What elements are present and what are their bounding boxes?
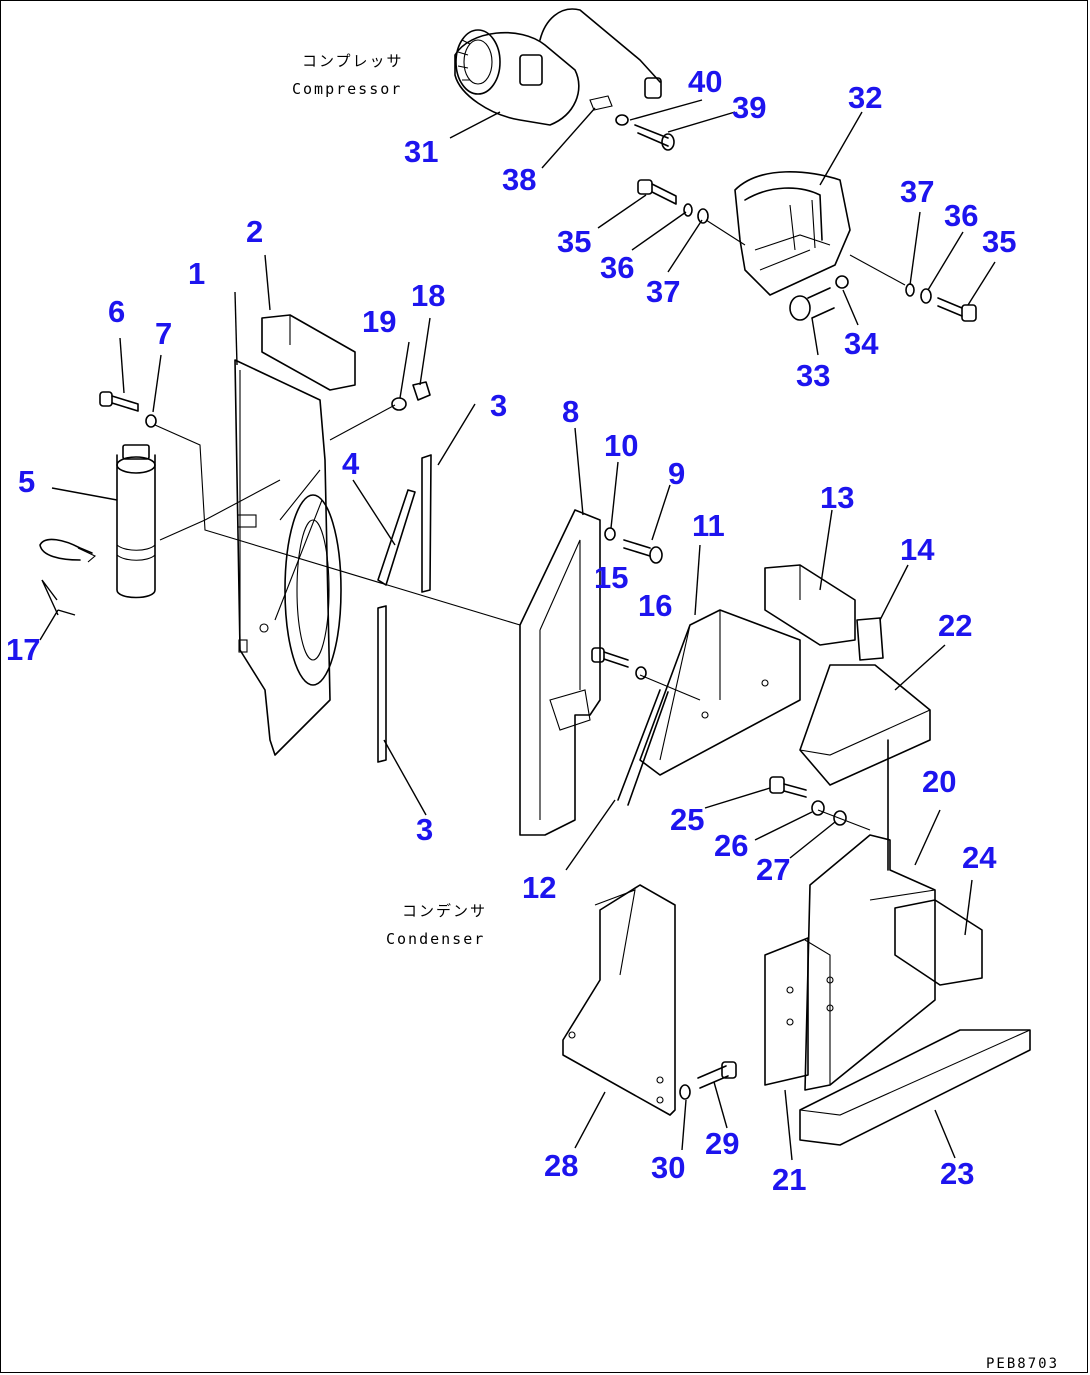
callout-39: 39 — [732, 90, 766, 125]
bolt-29 — [679, 1061, 737, 1100]
callout-7: 7 — [155, 316, 172, 351]
bolt-9 — [604, 527, 663, 564]
callout-9: 9 — [668, 456, 685, 491]
bolt-33 — [789, 275, 849, 321]
callout-23: 23 — [940, 1156, 974, 1191]
compressor-bracket — [734, 171, 851, 296]
condenser-frame — [234, 359, 342, 756]
cover-24 — [894, 899, 983, 986]
drawing-code: PEB8703 — [986, 1356, 1059, 1372]
callout-16: 16 — [638, 588, 672, 623]
callout-34: 34 — [844, 326, 879, 361]
callout-15: 15 — [594, 560, 628, 595]
callout-29: 29 — [705, 1126, 739, 1161]
compressor-caption-en: Compressor — [292, 80, 402, 98]
callout-1: 1 — [188, 256, 205, 291]
callout-13: 13 — [820, 480, 854, 515]
callout-5: 5 — [18, 464, 35, 499]
bolt-6 — [99, 391, 157, 428]
callout-33: 33 — [796, 358, 830, 393]
receiver-dryer — [116, 444, 156, 599]
callout-21: 21 — [772, 1162, 806, 1197]
callout-35-right: 35 — [982, 224, 1016, 259]
strut-12 — [617, 689, 669, 806]
callout-37-right: 37 — [900, 174, 934, 209]
bolt-35-left — [637, 179, 709, 224]
callout-3-lower: 3 — [416, 812, 433, 847]
plate-23 — [799, 1029, 1031, 1146]
bolt-25 — [769, 776, 847, 826]
housing-20 — [804, 739, 936, 1091]
guard-28 — [562, 884, 676, 1116]
condenser-bracket — [519, 509, 601, 836]
callout-10: 10 — [604, 428, 638, 463]
callout-6: 6 — [108, 294, 125, 329]
compressor — [454, 8, 662, 126]
seal-3-upper — [421, 454, 432, 593]
callout-11: 11 — [692, 508, 725, 543]
callout-20: 20 — [922, 764, 956, 799]
callout-labels: 1 2 3 3 4 5 6 7 8 9 10 11 12 13 14 15 16… — [6, 64, 1016, 1197]
compressor-caption-jp: コンプレッサ — [302, 52, 404, 70]
callout-4: 4 — [342, 446, 360, 481]
callout-18: 18 — [411, 278, 445, 313]
callout-19: 19 — [362, 304, 396, 339]
leader-lines — [39, 99, 996, 1161]
callout-3-upper: 3 — [490, 388, 507, 423]
seal-3-lower — [377, 605, 387, 763]
callout-8: 8 — [562, 394, 579, 429]
condenser-caption-en: Condenser — [386, 930, 485, 948]
condenser-caption-jp: コンデンサ — [402, 902, 487, 920]
callout-17: 17 — [6, 632, 40, 667]
callout-36-right: 36 — [944, 198, 978, 233]
callout-36-left: 36 — [600, 250, 634, 285]
clamp — [39, 538, 97, 563]
callout-40: 40 — [688, 64, 722, 99]
callout-26: 26 — [714, 828, 748, 863]
callout-38: 38 — [502, 162, 536, 197]
panel-21 — [764, 937, 809, 1086]
callout-25: 25 — [670, 802, 704, 837]
side-plate — [639, 609, 801, 776]
callout-28: 28 — [544, 1148, 578, 1183]
bolt-35-right — [905, 283, 977, 322]
seal-4 — [377, 489, 416, 586]
top-cover — [261, 314, 356, 391]
nut-18 — [391, 381, 431, 411]
callout-35-left: 35 — [557, 224, 591, 259]
cover-14 — [856, 617, 884, 661]
callout-14: 14 — [900, 532, 935, 567]
callout-27: 27 — [756, 852, 790, 887]
bolt-39 — [615, 114, 675, 151]
callout-30: 30 — [651, 1150, 685, 1185]
callout-37-left: 37 — [646, 274, 680, 309]
callout-24: 24 — [962, 840, 997, 875]
callout-2: 2 — [246, 214, 263, 249]
cover-13 — [764, 564, 856, 646]
bolt-15 — [591, 647, 647, 680]
top-plate — [799, 664, 931, 786]
callout-12: 12 — [522, 870, 556, 905]
callout-22: 22 — [938, 608, 972, 643]
callout-31: 31 — [404, 134, 438, 169]
assembly-lines — [154, 219, 906, 831]
callout-32: 32 — [848, 80, 882, 115]
